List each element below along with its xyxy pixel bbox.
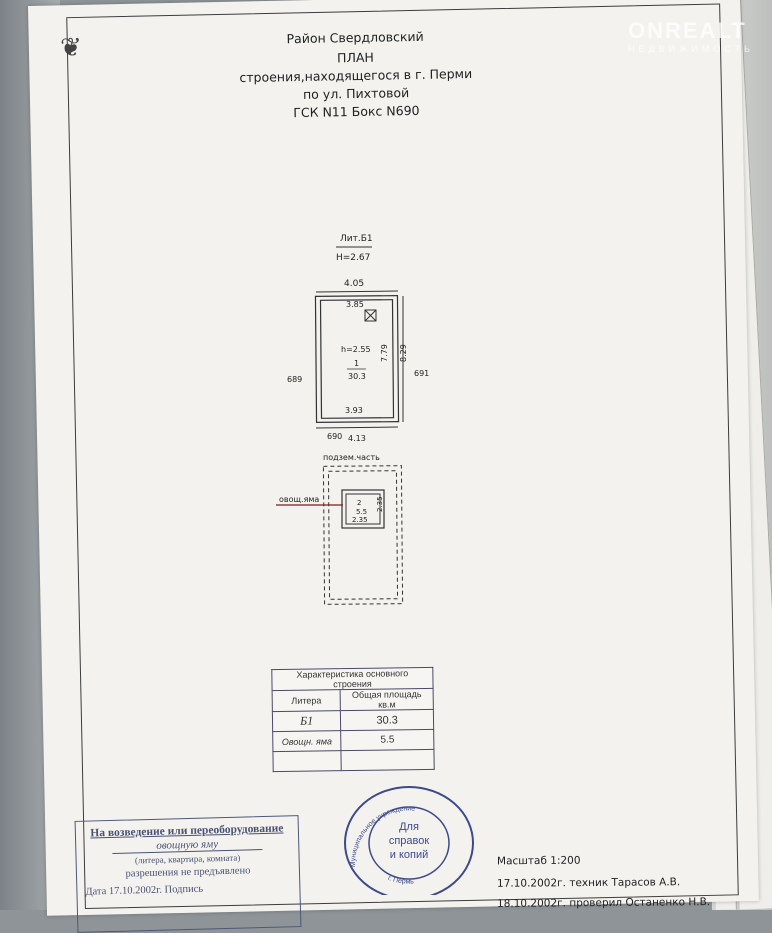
characteristics-caption: Характеристика основного строения bbox=[271, 667, 434, 691]
empty-cell bbox=[341, 749, 435, 771]
watermark-sub: НЕДВИЖИМОСТЬ bbox=[628, 44, 754, 54]
col-litera: Литера bbox=[272, 689, 341, 712]
stamp-outer-ring bbox=[344, 786, 474, 895]
document-frame bbox=[66, 3, 739, 910]
row-area: 30.3 bbox=[340, 709, 434, 731]
characteristics-table: Характеристика основного строения Литера… bbox=[271, 666, 435, 773]
footer-line-1: 17.10.2002г. техник Тарасов А.В. bbox=[496, 876, 681, 890]
row-litera: Б1 bbox=[272, 710, 341, 732]
stamp-line-2: овощную яму bbox=[112, 837, 263, 854]
table-row: Б1 30.3 bbox=[272, 709, 434, 732]
stamp-inner-ring bbox=[368, 806, 450, 880]
stamp-center-3: и копий bbox=[390, 849, 429, 861]
stamp-center-1: Для bbox=[399, 821, 419, 833]
stamp-line-4: разрешения не предъявлено bbox=[125, 865, 251, 880]
document-sheet bbox=[28, 0, 759, 916]
permission-stamp: На возведение или переоборудование овощн… bbox=[74, 815, 302, 933]
table-row bbox=[272, 749, 435, 772]
stamp-center-2: справок bbox=[389, 835, 430, 847]
stamp-line-1: На возведение или переоборудование bbox=[90, 822, 284, 840]
stamp-ring-bottom: г. Пермь bbox=[387, 875, 415, 886]
footer-line-2: 18.10.2002г. проверил Останенко Н.В. bbox=[496, 896, 711, 910]
stamp-line-5: Дата 17.10.2002г. Подпись bbox=[85, 883, 204, 898]
watermark: ONREALT НЕДВИЖИМОСТЬ bbox=[628, 18, 754, 54]
row-litera: Овощн. яма bbox=[272, 730, 342, 752]
col-area: Общая площадь кв.м bbox=[340, 688, 434, 711]
ornament-icon: ❦ bbox=[60, 32, 82, 62]
scale-label: Масштаб 1:200 bbox=[496, 854, 581, 868]
row-area: 5.5 bbox=[340, 729, 434, 751]
stamp-ring-bottom-text: г. Пермь bbox=[387, 875, 415, 886]
table-row: Овощн. яма 5.5 bbox=[272, 729, 434, 752]
watermark-brand: ONREALT bbox=[628, 18, 747, 43]
empty-cell bbox=[272, 750, 342, 772]
round-stamp: Для справок и копий Муниципальное учрежд… bbox=[344, 786, 474, 895]
